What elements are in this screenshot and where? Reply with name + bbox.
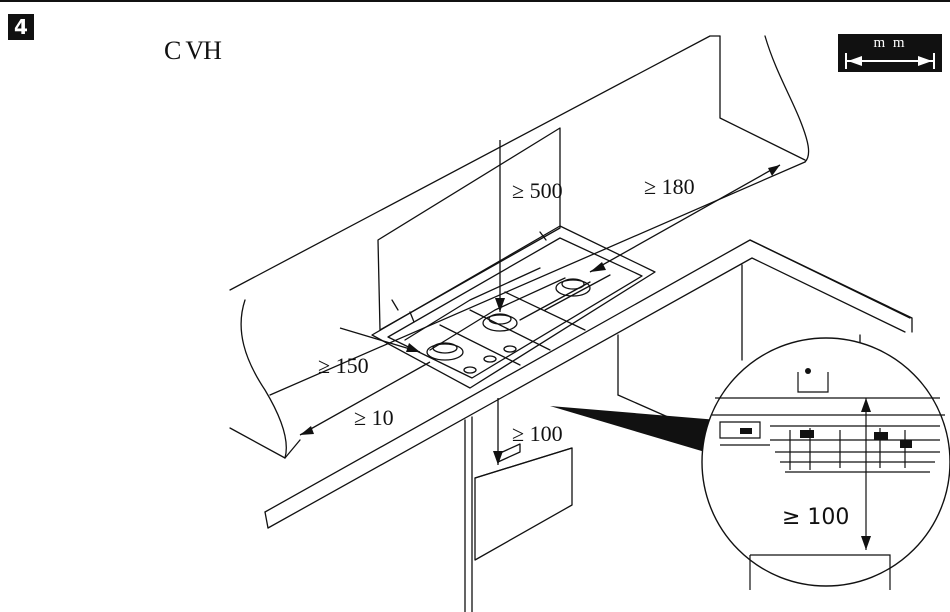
glass-lid bbox=[377, 127, 561, 331]
dimension-line-right bbox=[589, 164, 781, 273]
top-rule bbox=[0, 0, 950, 2]
detail-magnifier bbox=[701, 337, 950, 590]
dim-detail-below: ≥ 100 bbox=[782, 505, 849, 530]
dim-left-side: ≥ 10 bbox=[354, 405, 394, 430]
double-headed-arrow-icon bbox=[845, 53, 935, 69]
detail-callout-wedge bbox=[550, 406, 718, 452]
unit-label: m m bbox=[873, 35, 907, 51]
dim-right-side: ≥ 180 bbox=[644, 174, 695, 199]
dimension-line-rear bbox=[339, 327, 421, 353]
dimension-line-left bbox=[299, 361, 431, 436]
burner-right bbox=[555, 279, 591, 297]
model-label: C VH bbox=[164, 36, 222, 65]
wall-top-edge bbox=[229, 35, 721, 291]
dim-below-hob: ≥ 100 bbox=[512, 421, 563, 446]
hob-frame bbox=[371, 225, 656, 389]
step-number-badge: 4 bbox=[8, 14, 34, 40]
unit-badge: m m bbox=[838, 34, 942, 72]
burner-front-left bbox=[426, 343, 464, 361]
dim-above-hob: ≥ 500 bbox=[512, 178, 563, 203]
dim-rear: ≥ 150 bbox=[318, 353, 369, 378]
right-cabinet-edge bbox=[764, 35, 810, 163]
appliance-box bbox=[474, 447, 573, 561]
left-cabinet-edge bbox=[240, 299, 287, 459]
burner-center bbox=[482, 314, 518, 332]
